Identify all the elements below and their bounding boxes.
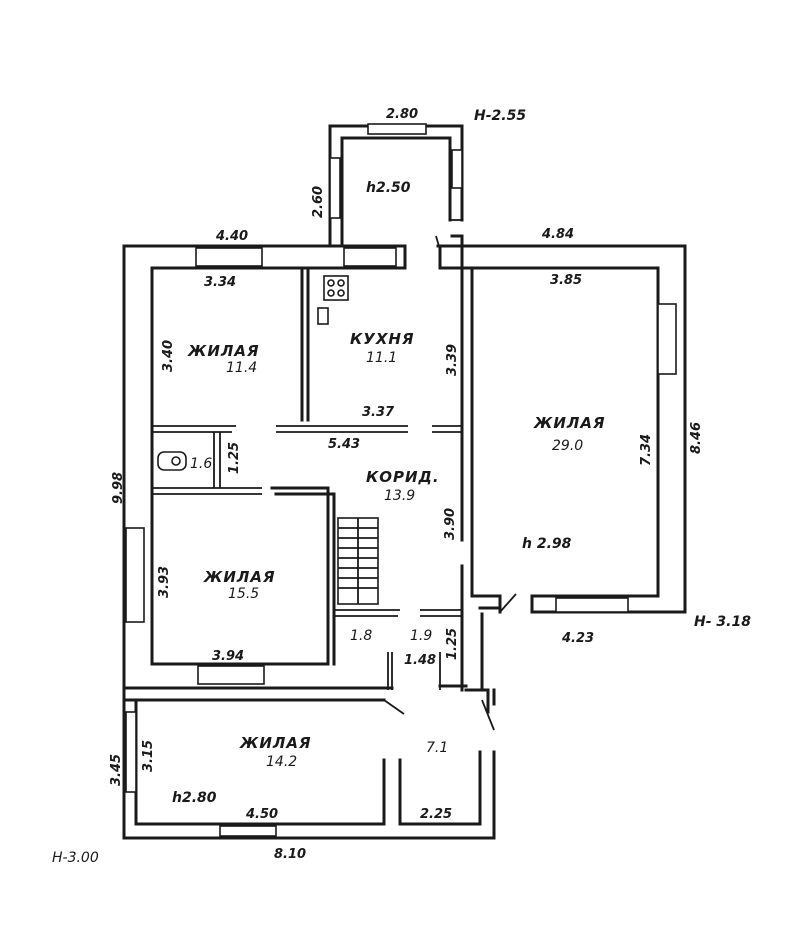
height-south: h2.80 [172, 790, 217, 806]
room-area-corridor: 13.9 [384, 488, 415, 504]
north-wall-right [436, 234, 687, 614]
small-room-walls [334, 609, 462, 690]
dim-south-outer-height: 3.45 [109, 754, 124, 786]
window-west-bottom [197, 665, 265, 685]
room-name-living-e: ЖИЛАЯ [533, 414, 606, 432]
room-area-small-b: 1.9 [410, 628, 432, 644]
window-west-left [125, 527, 145, 623]
dim-bottom-total: 8.10 [274, 847, 306, 862]
dim-small-side: 1.25 [445, 628, 460, 660]
room-area-living-w: 15.5 [228, 586, 259, 602]
room-name-living-nw: ЖИЛАЯ [187, 342, 260, 360]
dim-corridor-wall: 3.90 [443, 508, 458, 540]
dim-kitchen-height: 3.39 [445, 344, 460, 376]
dim-bath-side: 1.25 [227, 442, 242, 474]
sink-icon [317, 307, 329, 325]
window-east-right [657, 303, 677, 375]
room-area-small-a: 1.8 [350, 628, 372, 644]
dim-small-width: 1.48 [404, 653, 436, 668]
nw-bottom-wall [152, 425, 462, 433]
height-east: h 2.98 [522, 536, 572, 552]
north-wall-left [122, 244, 407, 532]
room-name-corridor: КОРИД. [366, 468, 440, 486]
dim-annex-height: 2.60 [311, 186, 326, 218]
bath-walls [152, 432, 262, 495]
room-area-living-e: 29.0 [552, 438, 583, 454]
corridor-east-wall [460, 266, 490, 692]
height-labels: h2.50 h 2.98 h2.80 H-2.55 H- 3.18 H-3.00 [52, 108, 751, 866]
notch-walls [478, 606, 502, 714]
dimension-labels: 2.80 4.40 4.84 3.34 3.85 3.37 5.43 3.94 … [204, 107, 594, 862]
room-name-living-w: ЖИЛАЯ [203, 568, 276, 586]
stairs [337, 517, 379, 605]
dim-south-east-width: 2.25 [420, 807, 452, 822]
dim-east-bottom: 4.23 [561, 631, 594, 646]
window-south-left [125, 711, 137, 793]
middle-wall [122, 684, 468, 702]
room-name-kitchen: КУХНЯ [350, 330, 415, 348]
window-annex-right [451, 149, 463, 189]
fixtures [157, 275, 379, 605]
window-east-bottom [555, 597, 629, 613]
dim-south-inner-width: 4.50 [245, 807, 278, 822]
door-kitchen [435, 235, 441, 251]
room-area-bath: 1.6 [190, 456, 212, 472]
dim-annex-width: 2.80 [386, 107, 418, 122]
dim-south-inner-height: 3.15 [141, 740, 156, 772]
dim-top-left: 4.40 [215, 229, 248, 244]
room-area-living-s: 14.2 [266, 754, 297, 770]
level-right: H- 3.18 [694, 614, 751, 630]
door-corridor-notch [499, 593, 517, 613]
dim-east-outer-height: 8.46 [689, 422, 704, 454]
window-kitchen-top [343, 247, 397, 267]
height-annex: h2.50 [366, 180, 411, 196]
dim-east-inner-width: 3.85 [550, 273, 582, 288]
window-south-bottom [219, 825, 277, 837]
dim-west-width: 3.94 [212, 649, 244, 664]
dim-corridor-length: 5.43 [328, 437, 360, 452]
window-nw-top [195, 247, 263, 267]
dim-nw-inner-width: 3.34 [204, 275, 236, 290]
room-name-living-s: ЖИЛАЯ [239, 734, 312, 752]
toilet-icon [157, 451, 187, 471]
dim-nw-inner-height: 3.40 [161, 340, 176, 372]
window-annex-left [329, 157, 341, 219]
room-area-south-e: 7.1 [426, 740, 448, 756]
window-annex-top [367, 123, 427, 135]
doors [383, 219, 517, 731]
walls [122, 124, 687, 840]
dim-top-right: 4.84 [541, 227, 574, 242]
vertical-dimension-labels: 2.60 3.40 3.39 7.34 8.46 1.25 9.98 3.90 … [109, 186, 704, 786]
nw-partition [300, 266, 310, 422]
dim-left-outer: 9.98 [111, 472, 126, 504]
room-labels: ЖИЛАЯ 11.4 КУХНЯ 11.1 ЖИЛАЯ 29.0 КОРИД. … [187, 330, 606, 770]
level-bottom: H-3.00 [52, 850, 99, 866]
stove-icon [323, 275, 349, 301]
dim-kitchen-width: 3.37 [362, 405, 395, 420]
west-room-walls [150, 486, 336, 666]
dim-west-height: 3.93 [157, 566, 172, 598]
room-area-kitchen: 11.1 [366, 350, 397, 366]
door-south [383, 699, 495, 731]
room-area-living-nw: 11.4 [226, 360, 257, 376]
level-top: H-2.55 [474, 108, 526, 124]
west-wall [122, 266, 154, 690]
dim-east-inner-height: 7.34 [639, 434, 654, 466]
windows [125, 123, 677, 837]
